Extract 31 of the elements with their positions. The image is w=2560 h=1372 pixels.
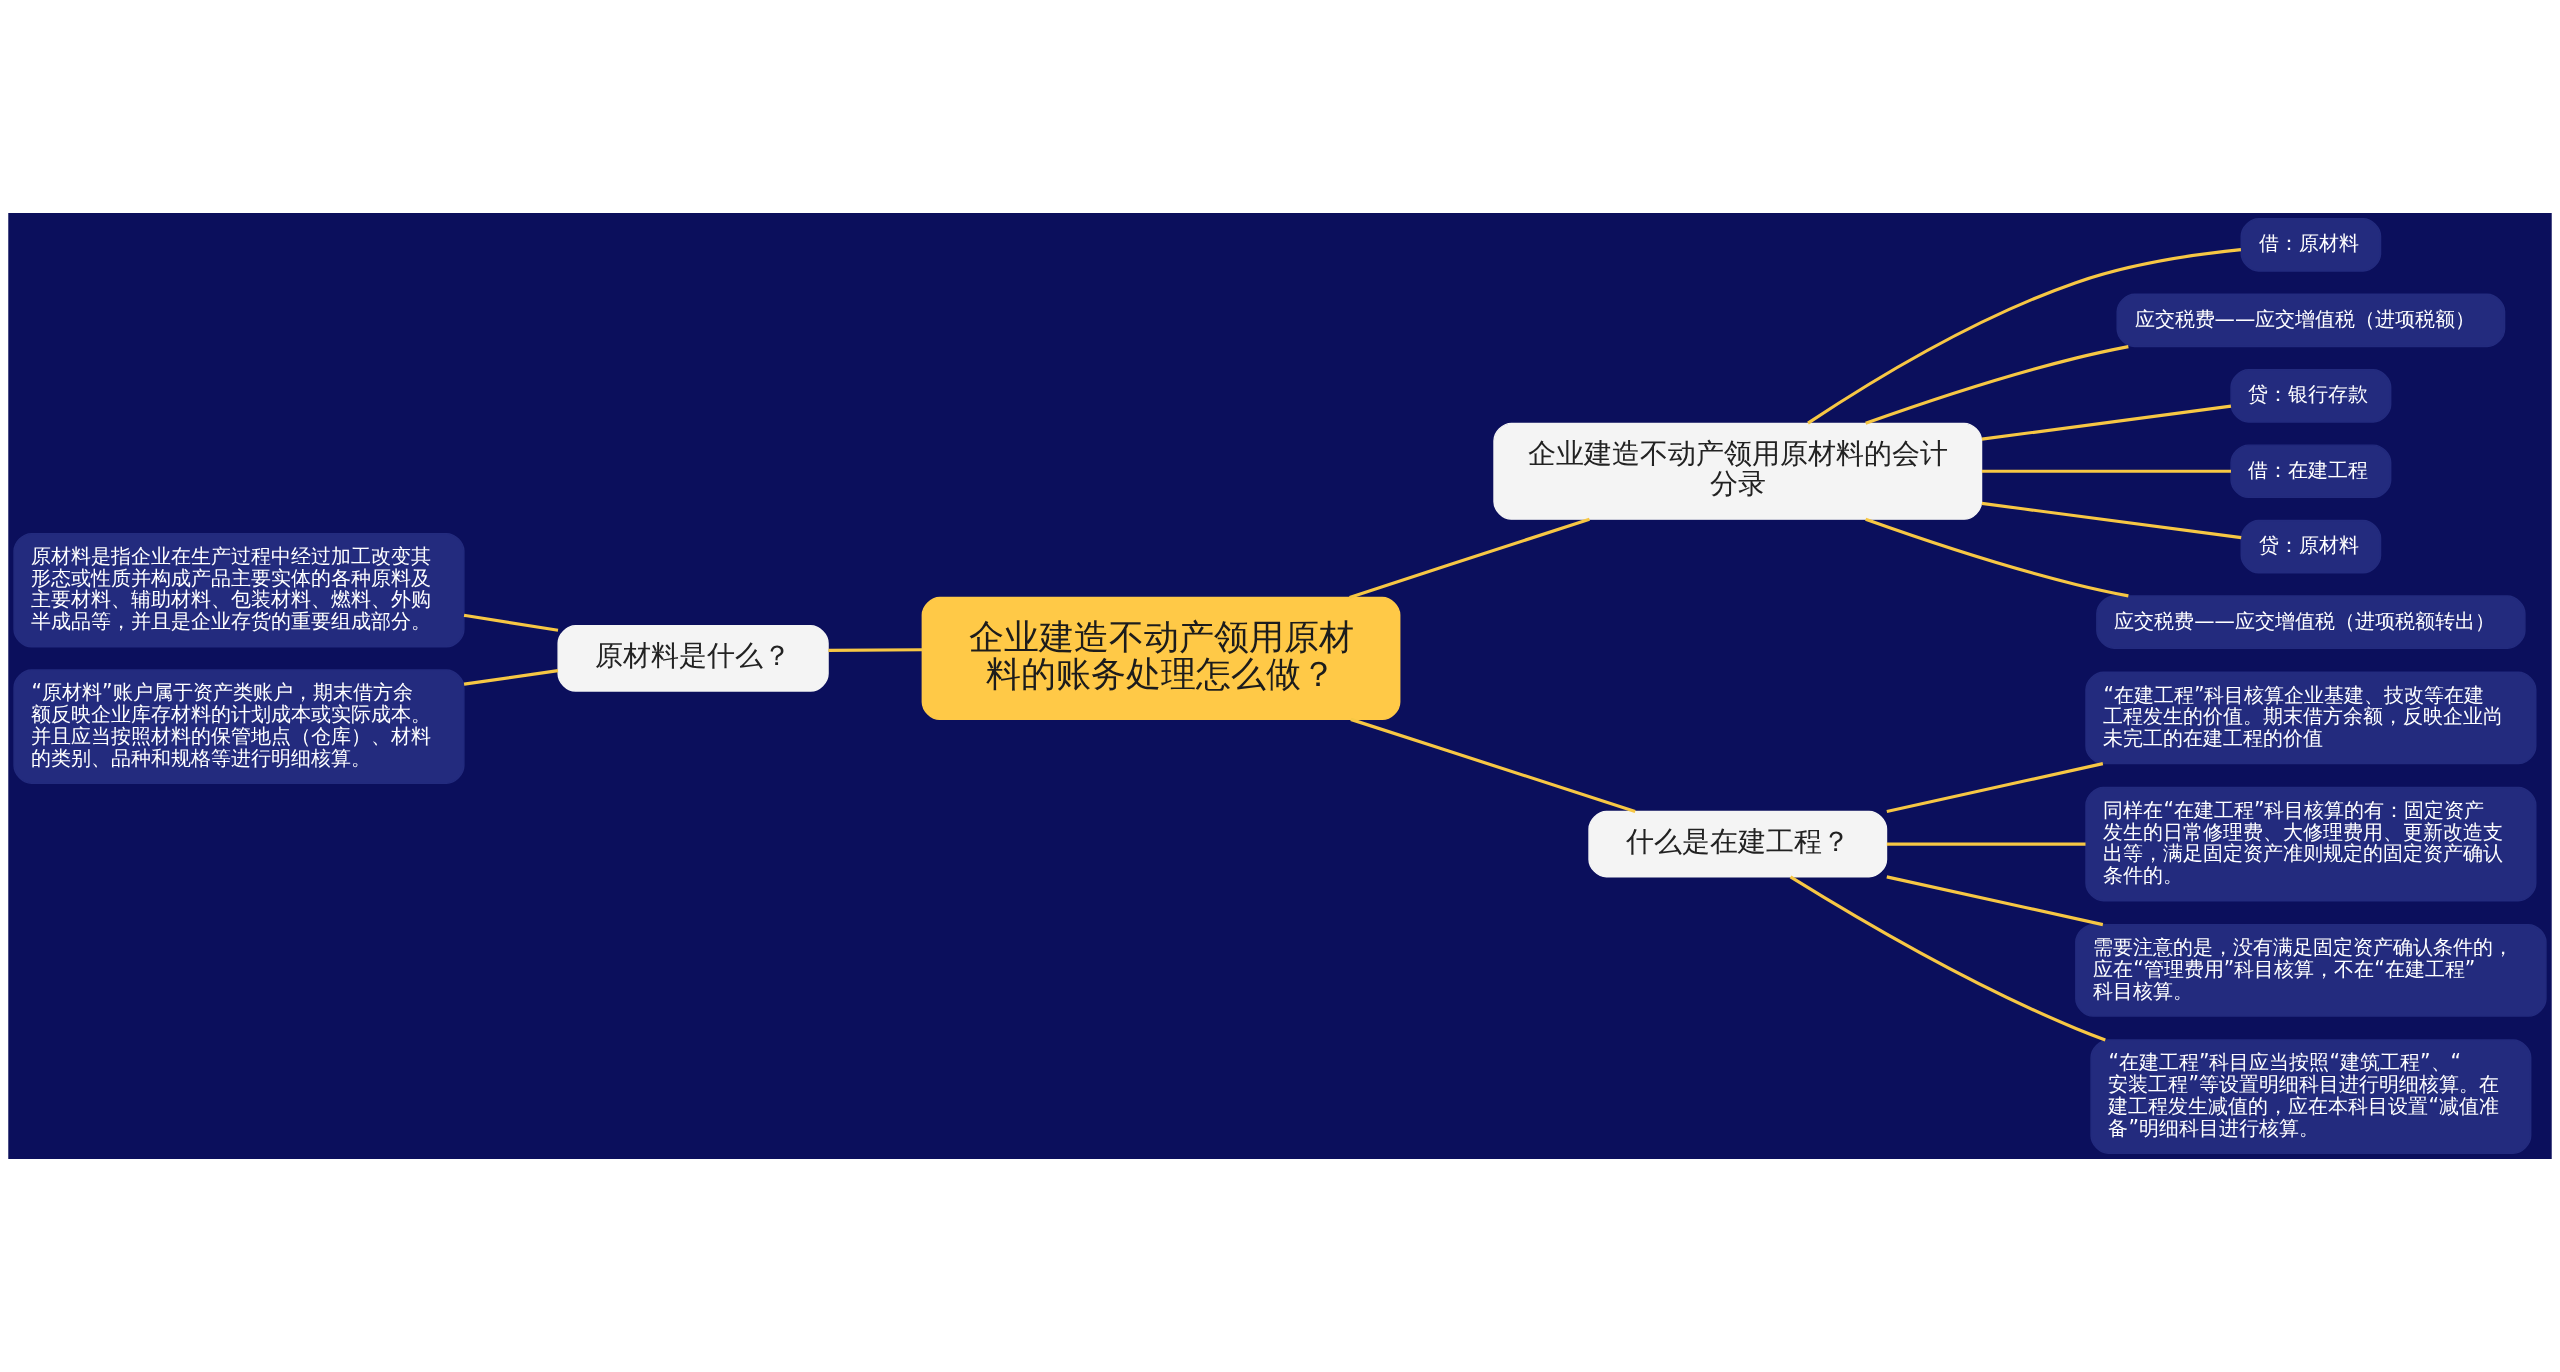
- connector: [463, 669, 559, 686]
- connector: [1886, 762, 2104, 814]
- connector: [1865, 345, 2129, 425]
- node-box: “原材料”账户属于资产类账户，期末借方余额反映企业库存材料的计划成本或实际成本。并且应当按照材料的保管地点（仓库）、材料的类别、品种和规格等进行明细核算。: [13, 669, 465, 784]
- node-box: 企业建造不动产领用原材料的会计分录: [1493, 422, 1983, 520]
- node-box: 借：原材料: [2240, 218, 2382, 272]
- node-box: 需要注意的是，没有满足固定资产确认条件的，应在“管理费用”科目核算，不在“在建工程”科目核算。: [2075, 923, 2547, 1017]
- connector: [828, 648, 923, 653]
- node-box: “在建工程”科目核算企业基建、技改等在建工程发生的价值。期末借方余额，反映企业尚未完工的在建工程的价值: [2085, 671, 2537, 765]
- node-box: 借：在建工程: [2230, 444, 2392, 499]
- connector: [463, 613, 559, 632]
- node-box: 贷：银行存款: [2230, 368, 2392, 423]
- connector: [1981, 469, 2231, 473]
- node-box: 企业建造不动产领用原材料的账务处理怎么做？: [921, 596, 1401, 721]
- connector: [1865, 517, 2129, 598]
- node-box: 什么是在建工程？: [1588, 810, 1888, 878]
- node-box: “在建工程”科目应当按照“建筑工程”、“安装工程”等设置明细科目进行明细核算。在建工程发生减值的，应在本科目设置“减值准备”明细科目进行核算。: [2090, 1039, 2532, 1154]
- connector: [1886, 842, 2086, 846]
- connector: [1789, 875, 2106, 1042]
- node-box: 同样在“在建工程”科目核算的有：固定资产发生的日常修理费、大修理费用、更新改造支出等，满足固定资产准则规定的固定资产确认条件的。: [2085, 786, 2537, 902]
- node-box: 应交税费——应交增值税（进项税额）: [2116, 293, 2506, 348]
- node-box: 贷：原材料: [2240, 519, 2382, 574]
- connector: [1886, 875, 2104, 927]
- node-box: 应交税费——应交增值税（进项税额转出）: [2096, 595, 2526, 649]
- node-box: 原材料是指企业在生产过程中经过加工改变其形态或性质并构成产品主要实体的各种原料及主要材料、辅助材料、包装材料、燃料、外购半成品等，并且是企业存货的重要组成部分。: [13, 532, 465, 648]
- connector: [1981, 404, 2232, 441]
- connector: [1350, 717, 1636, 813]
- connector: [1981, 501, 2242, 540]
- connector: [1807, 248, 2242, 425]
- connector: [1349, 517, 1590, 599]
- node-box: 原材料是什么？: [557, 625, 829, 692]
